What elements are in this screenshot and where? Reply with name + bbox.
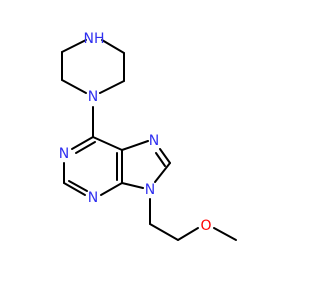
bond-c8-n9	[154, 162, 171, 183]
pyrimidine-ring	[63, 136, 123, 196]
atom-label-nh: NH	[84, 31, 105, 47]
piperazine-ring	[61, 39, 125, 94]
atom-label-o: O	[200, 218, 211, 234]
bond-o-ch3	[213, 227, 237, 241]
bond-c2-n3-double-a	[63, 182, 86, 196]
bond-c6-n1-double-b	[75, 141, 96, 154]
imidazole-ring	[121, 140, 171, 189]
bond-n7-c8-double-b	[155, 152, 166, 167]
bond-c2-n4	[99, 80, 125, 94]
bond-nh-c1	[101, 39, 125, 54]
bond-c2-n3-double-b	[68, 180, 88, 192]
methoxyethyl-chain	[149, 198, 237, 241]
bond-c5-c6	[92, 136, 123, 151]
bond-n3-c4	[100, 182, 123, 196]
bond-ch2a-ch2b	[149, 223, 179, 241]
bond-c6-nh	[61, 39, 87, 53]
molecule-structure-diagram: NH N N N N N O	[59, 31, 237, 241]
atom-label-n7: N	[149, 133, 159, 149]
bond-n9-c4	[121, 182, 144, 189]
atom-label-n3: N	[88, 190, 98, 206]
bond-c5-n7	[121, 140, 149, 151]
molecule-canvas: NH N N N N N O	[59, 31, 237, 241]
bond-n7-c8-double-a	[159, 148, 171, 164]
atom-label-n1: N	[59, 146, 69, 162]
atom-label-n9: N	[145, 182, 155, 198]
bond-c6-n1-double-a	[71, 136, 94, 150]
bond-n4-c5	[61, 79, 87, 94]
bond-ch2b-o	[177, 227, 199, 241]
atom-label-n-piperazine: N	[88, 89, 98, 105]
